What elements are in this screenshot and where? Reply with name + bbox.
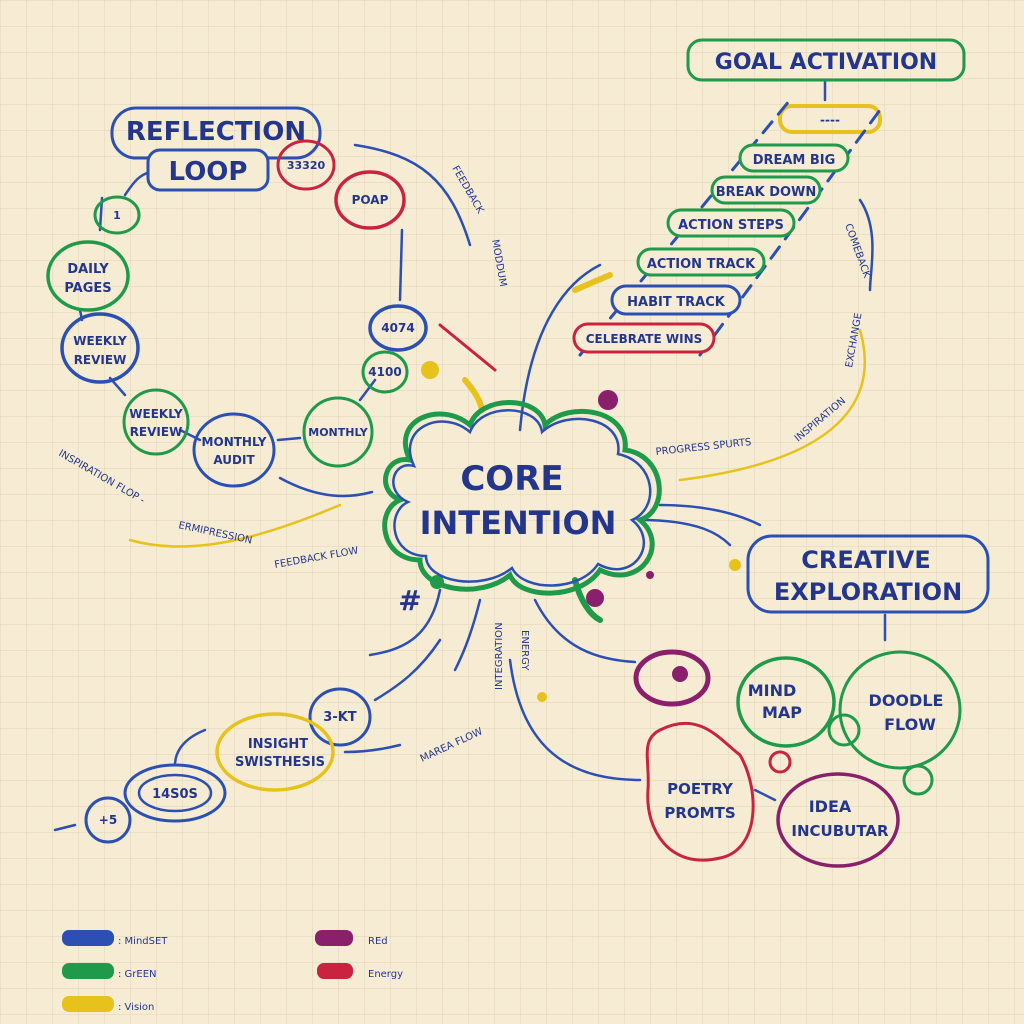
- highlight-strokes: [128, 272, 866, 623]
- node-label: DAILY: [67, 262, 109, 277]
- bubble-poetry-prompts[interactable]: [645, 721, 755, 862]
- creative-exploration-group: CREATIVE EXPLORATION MIND MAP DOODLE FLO…: [633, 534, 990, 868]
- node-label: INSIGHT: [248, 737, 308, 752]
- step-label: CELEBRATE WINS: [586, 332, 703, 346]
- reflection-loop-group: REFLECTION LOOP 33320 POAP 4074 4100 MON…: [46, 106, 428, 488]
- bubble-label: PROMTS: [664, 804, 735, 822]
- node-label: WEEKLY: [73, 334, 127, 348]
- node-label: 4100: [368, 365, 401, 379]
- core-intention[interactable]: CORE INTENTION: [382, 400, 662, 596]
- node-label: 14S0S: [152, 787, 198, 802]
- node-1[interactable]: [93, 195, 141, 235]
- node-label: POAP: [352, 193, 389, 207]
- legend-label: REd: [368, 936, 388, 947]
- goal-title-box[interactable]: [686, 38, 966, 82]
- legend-label: : GrEEN: [118, 969, 157, 980]
- bubble-label: DOODLE: [869, 691, 944, 710]
- node-label: WEEKLY: [129, 407, 183, 421]
- node-label: AUDIT: [213, 453, 255, 467]
- bubble-label: IDEA: [809, 797, 852, 816]
- node-14s0s[interactable]: [123, 763, 227, 823]
- bubble-small: [827, 713, 861, 747]
- bubble-small: [768, 750, 792, 774]
- legend-swatch-yellow: [62, 996, 114, 1012]
- node-label: SWISTHESIS: [235, 755, 325, 770]
- insight-group: 3-KT INSIGHT SWISTHESIS 14S0S +5 #: [84, 584, 422, 844]
- node-daily-pages[interactable]: [46, 240, 130, 312]
- step-label: HABIT TRACK: [627, 295, 726, 310]
- loop-title-box[interactable]: [146, 148, 270, 192]
- bubble-idea-incubator[interactable]: [776, 772, 900, 868]
- bubble-label: FLOW: [884, 715, 936, 734]
- step-label: ACTION STEPS: [678, 218, 784, 233]
- node-monthly[interactable]: [302, 396, 374, 468]
- loop-title: LOOP: [169, 157, 248, 187]
- creative-line1: CREATIVE: [801, 546, 930, 574]
- node-monthly-audit[interactable]: [192, 412, 276, 488]
- legend-swatch-green: [62, 963, 114, 979]
- goal-title: GOAL ACTIVATION: [715, 50, 937, 75]
- node-poap[interactable]: [334, 170, 406, 230]
- node-4074[interactable]: [368, 304, 428, 352]
- step-celebrate-wins[interactable]: [572, 322, 716, 354]
- node-label: 4074: [381, 321, 414, 335]
- creative-line2: EXPLORATION: [774, 578, 962, 606]
- reflection-title: REFLECTION: [126, 117, 306, 147]
- flow-label: ENERGY: [519, 630, 530, 671]
- legend: : MindSET : GrEEN : Vision REd Energy: [62, 930, 403, 1013]
- step-action-track[interactable]: [636, 247, 766, 277]
- connector-lines: [53, 78, 887, 832]
- goal-placeholder: ----: [820, 113, 840, 127]
- step-label: BREAK DOWN: [716, 185, 817, 200]
- node-label: 1: [113, 209, 121, 222]
- legend-label: : Vision: [118, 1002, 154, 1013]
- step-dream-big[interactable]: [738, 143, 850, 173]
- bubble-label: POETRY: [667, 780, 734, 798]
- flow-label: INTEGRATION: [494, 622, 505, 690]
- bubble-label: MIND: [748, 681, 797, 700]
- bubble-poetry-deco: [633, 649, 711, 707]
- node-plus5[interactable]: [84, 796, 132, 844]
- node-label: 33320: [287, 159, 326, 172]
- node-label: 3-KT: [323, 710, 357, 725]
- bubble-label: MAP: [762, 703, 802, 722]
- step-habit-track[interactable]: [610, 284, 742, 316]
- legend-swatch-blue: [62, 930, 114, 946]
- step-action-steps[interactable]: [666, 208, 796, 238]
- node-inner-ring: [137, 773, 213, 813]
- node-weekly-review-green[interactable]: [122, 388, 190, 456]
- legend-label: Energy: [368, 969, 403, 980]
- bubble-label: INCUBUTAR: [791, 822, 889, 840]
- goal-placeholder-box[interactable]: [778, 104, 882, 134]
- hash-mark-icon: #: [398, 584, 421, 617]
- node-insight-synthesis[interactable]: [215, 712, 335, 792]
- legend-swatch-purple: [315, 930, 353, 946]
- node-4100[interactable]: [361, 350, 409, 394]
- node-label: MONTHLY: [308, 426, 369, 439]
- node-3kt[interactable]: [308, 687, 372, 747]
- bubble-mind-map[interactable]: [736, 656, 836, 748]
- core-line1: CORE: [460, 459, 563, 499]
- node-33320[interactable]: [276, 139, 336, 191]
- node-label: REVIEW: [130, 425, 183, 439]
- step-label: ACTION TRACK: [647, 257, 756, 272]
- bubble-doodle-flow[interactable]: [838, 650, 962, 770]
- node-label: REVIEW: [74, 353, 127, 367]
- legend-label: : MindSET: [118, 936, 168, 947]
- node-label: MONTHLY: [202, 435, 267, 449]
- node-label: PAGES: [64, 281, 111, 296]
- creative-title-box[interactable]: [746, 534, 990, 614]
- bubble-small: [902, 764, 934, 796]
- legend-swatch-red: [317, 963, 353, 979]
- node-weekly-review-blue[interactable]: [60, 312, 140, 384]
- core-line2: INTENTION: [420, 504, 617, 542]
- step-label: DREAM BIG: [753, 153, 836, 168]
- goal-activation-group: GOAL ACTIVATION ---- DREAM BIG BREAK DOW…: [572, 38, 966, 357]
- step-break-down[interactable]: [710, 175, 822, 205]
- node-label: +5: [99, 813, 117, 827]
- bubble-dot: [672, 666, 688, 682]
